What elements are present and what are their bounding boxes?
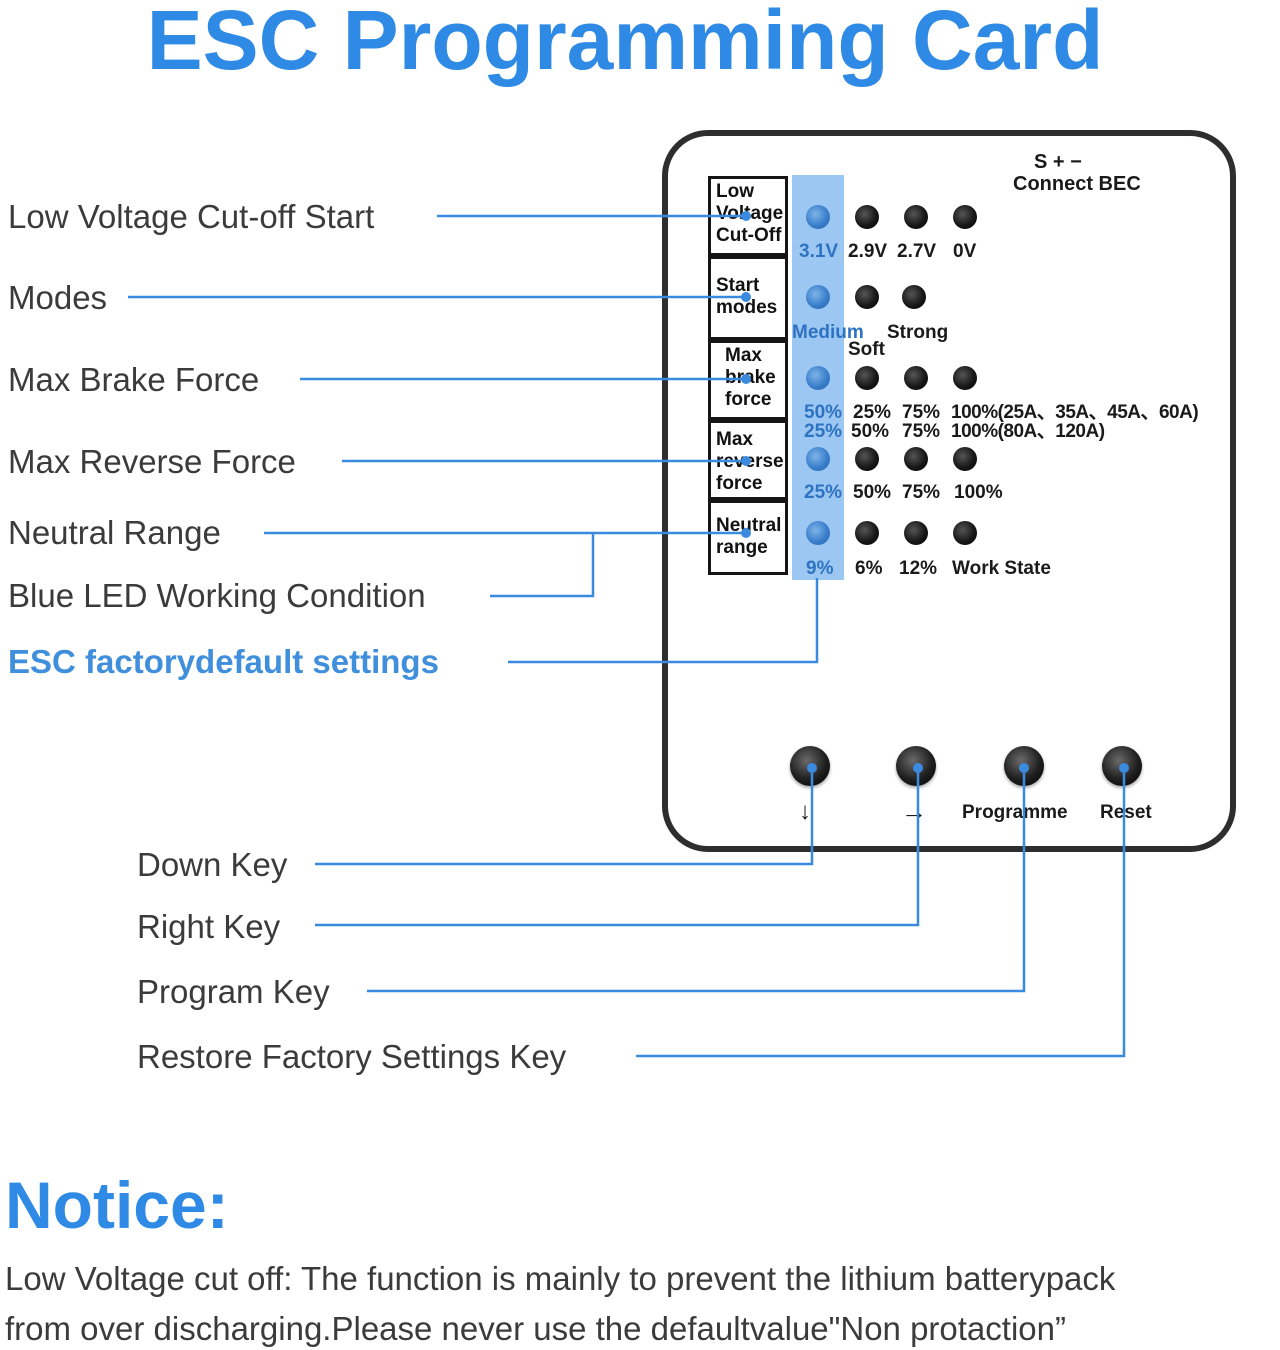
row-label-line: Cut-Off (716, 225, 782, 246)
option-label: 75% (902, 402, 941, 423)
notice-text-line-2: from over discharging.Please never use t… (5, 1310, 1066, 1347)
callout-factory-default: ESC factorydefault settings (8, 643, 439, 680)
reset-key-label: Reset (1100, 802, 1152, 823)
led-start-modes-2 (855, 285, 879, 309)
callout-program-key: Program Key (137, 973, 330, 1010)
option-label: Medium (792, 322, 864, 343)
option-label: 0V (953, 241, 977, 262)
led-start-modes-3 (902, 285, 926, 309)
endpoint-low-voltage (741, 211, 751, 221)
endpoint-max-reverse (741, 456, 751, 466)
endpoint-restore-key (1119, 763, 1129, 773)
row-label-line: force (716, 473, 763, 494)
option-label: 50% (851, 421, 890, 442)
option-label: Soft (848, 339, 885, 360)
program-key-label: Programme (962, 802, 1068, 823)
option-label: 75% (902, 421, 941, 442)
led-max-reverse-1 (806, 447, 830, 471)
led-low-voltage-2 (855, 205, 879, 229)
option-label: 2.7V (897, 241, 937, 262)
down-arrow-icon: ↓ (799, 798, 811, 825)
line-down-key (315, 768, 814, 866)
notice-text-line-1: Low Voltage cut off: The function is mai… (5, 1260, 1116, 1297)
endpoint-down-key (807, 763, 817, 773)
option-label: 100% (954, 482, 1003, 503)
line-right-key (315, 768, 920, 927)
option-label: 25% (853, 402, 892, 423)
endpoint-neutral (741, 528, 751, 538)
programming-card (662, 130, 1236, 852)
line-program-key (367, 768, 1026, 993)
callout-blue-led: Blue LED Working Condition (8, 577, 426, 614)
notice-heading: Notice: (5, 1168, 229, 1242)
line-blue-led (490, 533, 595, 598)
led-neutral-4 (953, 521, 977, 545)
page-title: ESC Programming Card (146, 0, 1104, 87)
row-label-line: Max (725, 345, 762, 366)
callout-low-voltage: Low Voltage Cut-off Start (8, 198, 375, 235)
row-label-neutral-range: Neutral range (708, 500, 788, 575)
row-label-line: Low (716, 181, 754, 202)
row-label-line: Start (716, 275, 760, 296)
led-neutral-2 (855, 521, 879, 545)
option-label: 2.9V (848, 241, 888, 262)
row-label-line: Max (716, 429, 753, 450)
row-label-line: modes (716, 297, 778, 318)
row-label-line: force (725, 389, 772, 410)
callout-modes: Modes (8, 279, 108, 316)
option-label: 3.1V (799, 241, 839, 262)
option-label: 75% (902, 482, 941, 503)
endpoint-max-brake (741, 374, 751, 384)
endpoint-right-key (913, 763, 923, 773)
led-low-voltage-4 (953, 205, 977, 229)
connector-pins: S + − (1034, 151, 1082, 173)
callout-neutral-range: Neutral Range (8, 514, 221, 551)
callout-max-reverse: Max Reverse Force (8, 443, 296, 480)
option-label: 100%(80A、120A) (951, 421, 1105, 442)
option-label: 12% (899, 558, 938, 579)
option-label: 6% (855, 558, 883, 579)
led-max-brake-1 (806, 366, 830, 390)
option-label: 25% (804, 421, 843, 442)
endpoint-program-key (1019, 763, 1029, 773)
row-label-max-brake: Max brake force (708, 340, 788, 420)
option-label: 100%(25A、35A、45A、60A) (951, 402, 1199, 423)
option-label: 50% (853, 482, 892, 503)
led-neutral-1 (806, 521, 830, 545)
led-max-brake-2 (855, 366, 879, 390)
option-label: 25% (804, 482, 843, 503)
line-factory-default (508, 578, 819, 664)
endpoint-modes (741, 292, 751, 302)
led-low-voltage-3 (904, 205, 928, 229)
led-max-reverse-4 (953, 447, 977, 471)
callout-right-key: Right Key (137, 908, 281, 945)
option-label: 50% (804, 402, 843, 423)
led-max-brake-4 (953, 366, 977, 390)
row-label-line: range (716, 537, 768, 558)
led-neutral-3 (904, 521, 928, 545)
right-arrow-icon: → (901, 796, 927, 826)
led-start-modes-1 (806, 285, 830, 309)
line-restore-key (636, 768, 1126, 1058)
option-label: Strong (887, 322, 949, 343)
led-max-reverse-3 (904, 447, 928, 471)
led-low-voltage-1 (806, 205, 830, 229)
callout-restore-key: Restore Factory Settings Key (137, 1038, 567, 1075)
led-max-brake-3 (904, 366, 928, 390)
connector-label: Connect BEC (1013, 173, 1141, 195)
option-label: 9% (806, 558, 834, 579)
row-label-line: Neutral (716, 515, 782, 536)
callout-down-key: Down Key (137, 846, 288, 883)
callout-max-brake: Max Brake Force (8, 361, 260, 398)
led-max-reverse-2 (855, 447, 879, 471)
option-label: Work State (952, 558, 1051, 579)
